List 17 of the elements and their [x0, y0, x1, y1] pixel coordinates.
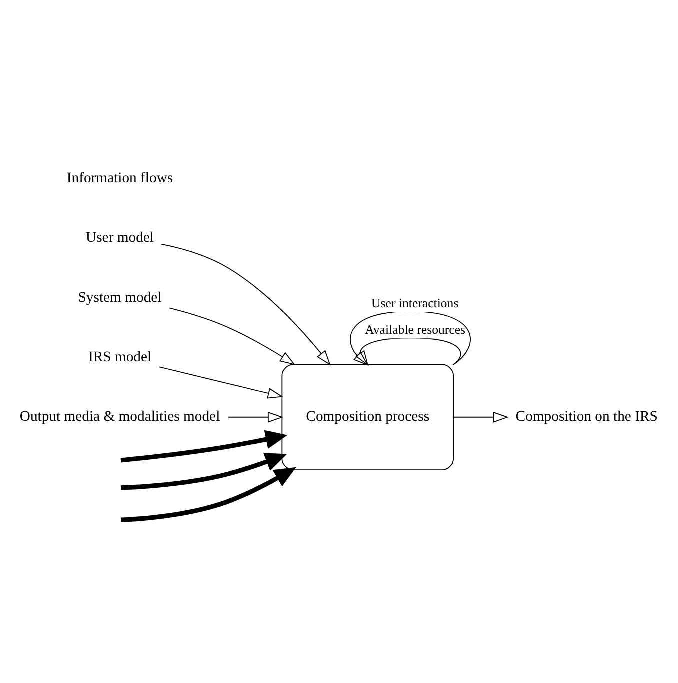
arrow [120, 467, 296, 522]
arrow [161, 244, 331, 366]
node-text: IRS model [88, 349, 152, 366]
node-text: User model [86, 230, 154, 246]
arrow [120, 430, 288, 463]
edge-label: Available resources [365, 323, 466, 338]
arrow [228, 412, 284, 423]
node-text: Composition on the IRS [516, 408, 658, 425]
arrow [453, 412, 509, 423]
edge-label: User interactions [372, 296, 459, 311]
node-text: Output media & modalities model [20, 408, 220, 425]
node-text: System model [78, 290, 162, 306]
arrow [159, 366, 284, 399]
arrow [120, 453, 288, 490]
node-box: Composition process [282, 364, 454, 471]
label: Information flows [66, 170, 174, 187]
arrow [169, 308, 296, 366]
